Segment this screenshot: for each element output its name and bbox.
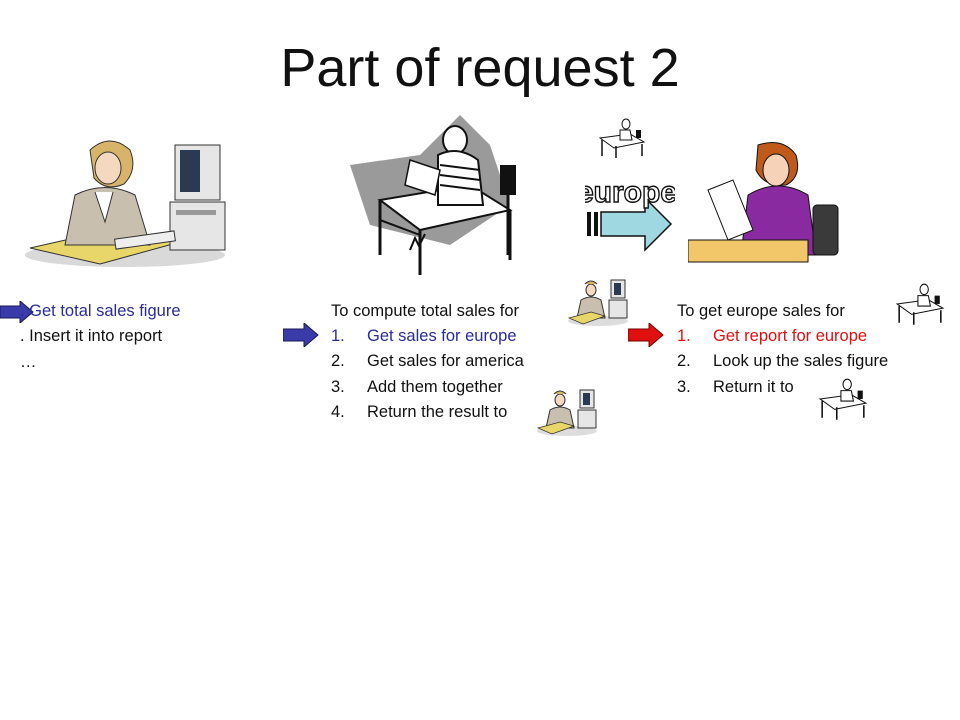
- middle-item-3: 3. Add them together: [331, 375, 503, 401]
- middle-item-1-text: Get sales for europe: [367, 327, 517, 345]
- current-step-arrow-right: [628, 323, 664, 347]
- right-item-2-text: Look up the sales figure: [713, 352, 889, 370]
- middle-item-3-num: 3.: [331, 378, 345, 396]
- small-woman-computer-icon-return: [536, 389, 597, 436]
- left-step-2: . Insert it into report: [20, 327, 163, 345]
- middle-item-2: 2. Get sales for america: [331, 349, 524, 375]
- slide-title: Part of request 2: [280, 38, 680, 98]
- right-item-3: 3. Return it to: [677, 375, 794, 401]
- middle-item-4-num: 4.: [331, 403, 345, 421]
- left-step-1: . Get total sales figure: [20, 302, 181, 320]
- right-item-1-num: 1.: [677, 327, 691, 345]
- woman-reading-clipart: [688, 142, 839, 263]
- middle-item-3-text: Add them together: [367, 378, 503, 396]
- middle-heading: To compute total sales for: [331, 302, 520, 320]
- woman-at-computer-clipart: [25, 140, 226, 267]
- right-item-2: 2. Look up the sales figure: [677, 349, 888, 375]
- right-item-1: 1. Get report for europe: [677, 324, 867, 350]
- right-item-1-text: Get report for europe: [713, 327, 868, 345]
- right-item-3-num: 3.: [677, 378, 691, 396]
- right-heading: To get europe sales for: [677, 302, 845, 320]
- middle-item-1-num: 1.: [331, 327, 345, 345]
- europe-arrow-label: europe: [585, 176, 675, 209]
- middle-item-4-text: Return the result to: [367, 403, 508, 421]
- middle-item-2-text: Get sales for america: [367, 352, 524, 370]
- current-step-arrow-middle: [283, 323, 319, 347]
- small-man-desk-icon-right-heading: [895, 283, 945, 325]
- current-step-arrow-left: [0, 301, 34, 323]
- man-at-desk-clipart: [350, 115, 516, 275]
- middle-item-1: 1. Get sales for europe: [331, 324, 517, 350]
- middle-item-2-num: 2.: [331, 352, 345, 370]
- left-step-ellipsis: …: [20, 353, 37, 371]
- small-woman-computer-icon-middle-heading: [567, 279, 628, 326]
- europe-arrow: europe: [585, 175, 675, 252]
- small-man-at-desk-clipart: [598, 118, 646, 158]
- middle-item-4: 4. Return the result to: [331, 400, 507, 426]
- right-item-2-num: 2.: [677, 352, 691, 370]
- small-man-desk-icon-return: [818, 378, 868, 420]
- right-item-3-text: Return it to: [713, 378, 794, 396]
